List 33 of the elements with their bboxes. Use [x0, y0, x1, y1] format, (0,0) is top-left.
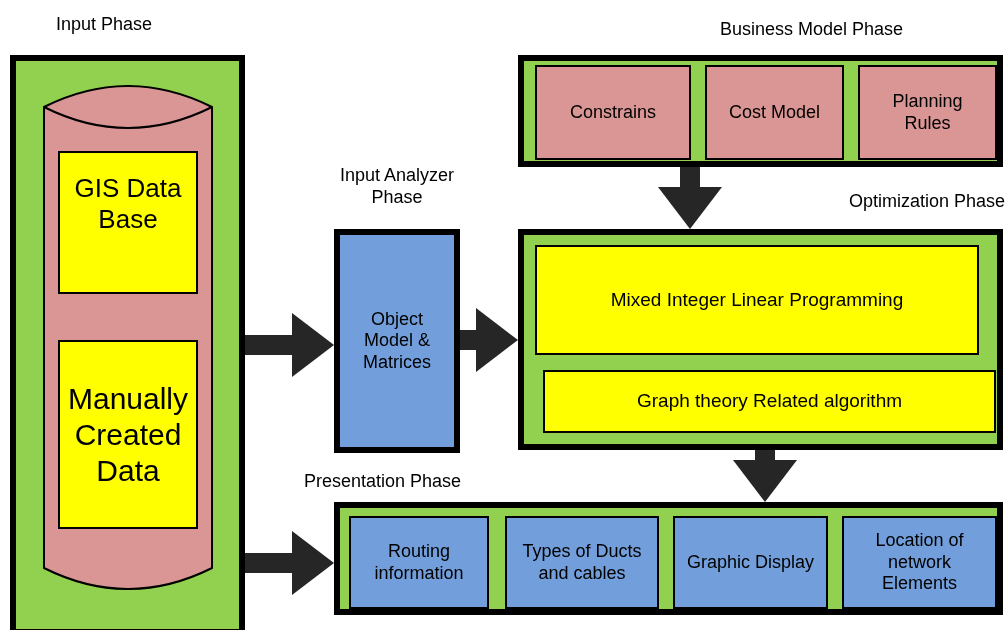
block-arrow [733, 450, 797, 502]
phase-title: Business Model Phase [720, 19, 905, 41]
process-box [705, 65, 844, 160]
process-box [58, 340, 198, 529]
process-box [58, 151, 198, 294]
box-label: Types of Ducts and cables [521, 540, 643, 585]
process-box [535, 65, 691, 160]
box-label: Graphic Display [686, 551, 814, 574]
box-label: GIS Data Base [73, 173, 183, 236]
box-label: Routing information [373, 540, 465, 585]
process-box [535, 245, 979, 355]
box-label: Manually Created Data [67, 380, 189, 489]
block-arrow [460, 308, 518, 372]
process-box [349, 516, 489, 609]
box-label: Object Model & Matrices [362, 308, 432, 374]
process-box [858, 65, 997, 160]
phase-title: Input Analyzer Phase [338, 165, 456, 209]
process-box [673, 516, 828, 609]
block-arrow [245, 313, 334, 377]
block-arrow [245, 531, 334, 595]
box-label: Mixed Integer Linear Programming [610, 288, 904, 312]
process-box [842, 516, 997, 609]
phase-title: Presentation Phase [304, 471, 463, 493]
box-label: Constrains [569, 101, 656, 124]
process-box [505, 516, 659, 609]
box-label: Graph theory Related algorithm [636, 390, 903, 413]
box-label: Location of network Elements [874, 530, 965, 595]
phase-title: Input Phase [56, 14, 154, 36]
block-arrow [658, 167, 722, 229]
process-box [543, 370, 996, 433]
box-label: Cost Model [728, 101, 820, 124]
phase-title: Optimization Phase [847, 191, 1005, 213]
box-label: Planning Rules [891, 90, 964, 135]
